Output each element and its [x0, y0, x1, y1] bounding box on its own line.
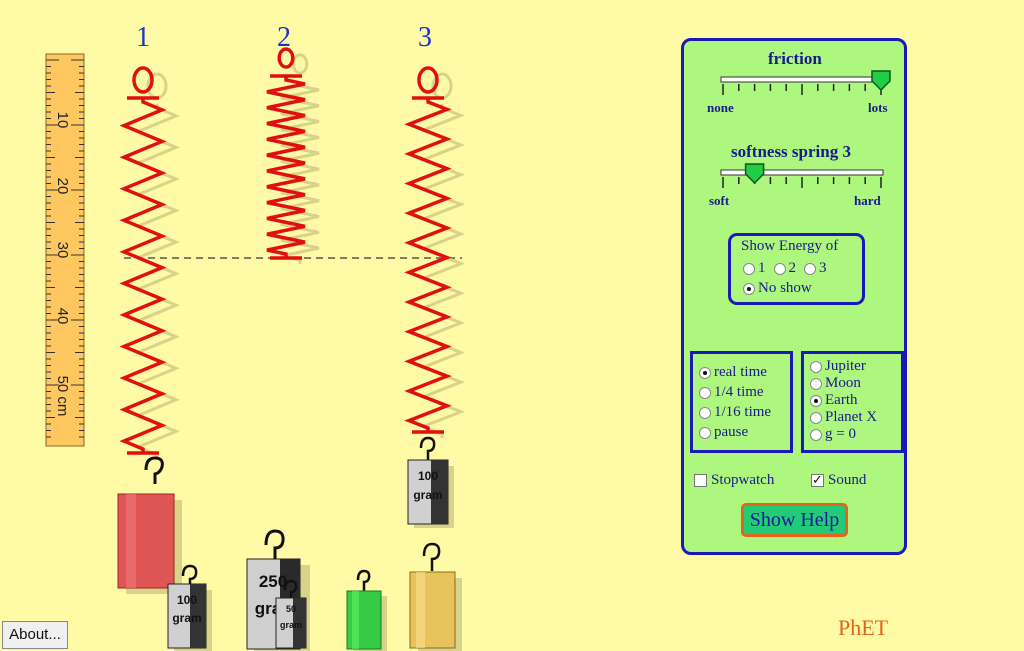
show-energy-group: Show Energy of 1 2 3 No show	[728, 233, 865, 305]
energy-radio-2[interactable]	[773, 262, 786, 275]
sound-label: Sound	[828, 472, 867, 488]
mass-100-gram[interactable]: 100 gram	[167, 564, 212, 651]
time-sixteenth-time-label: 1/16 time	[714, 404, 772, 420]
gravity-radio-jupiter[interactable]	[810, 360, 822, 373]
mass-green[interactable]	[346, 569, 387, 651]
gravity-earth-label: Earth	[825, 392, 858, 408]
mass-250-gram-line1: 250	[259, 572, 287, 591]
friction-min-label: none	[707, 100, 734, 115]
gravity-radio-earth[interactable]	[810, 394, 822, 407]
gravity-radio-moon[interactable]	[810, 377, 822, 390]
mass-100-gram-line1: 100	[177, 593, 197, 607]
ruler-label-20: 20	[54, 178, 71, 195]
ruler-label-40: 40	[54, 308, 71, 325]
spring-3[interactable]	[404, 66, 452, 434]
ruler-label-50cm: 50 cm	[54, 376, 71, 417]
ruler-label-30: 30	[54, 242, 71, 259]
mass-100-gram-on-spring-3[interactable]: 100 gram	[407, 436, 454, 528]
control-panel: friction none lots softness spring 3 sof…	[681, 38, 907, 555]
gravity-jupiter-label: Jupiter	[825, 358, 866, 374]
ruler[interactable]: 10 20 30 40 50 cm	[45, 53, 85, 447]
energy-radio-no-show[interactable]	[743, 282, 755, 295]
mass-50-gram-line2: gram	[280, 620, 302, 630]
time-radio-real-time[interactable]	[699, 366, 711, 379]
phet-logo[interactable]: PhET	[838, 615, 889, 640]
softness-min-label: soft	[709, 193, 730, 208]
spring-number-3: 3	[418, 22, 432, 53]
gravity-group: Jupiter Moon Earth Planet X g = 0	[801, 351, 904, 453]
energy-no-show-label: No show	[758, 280, 812, 296]
mass-50-gram-line1: 50	[286, 604, 296, 614]
spring-1-hanger[interactable]	[132, 66, 154, 94]
spring-2-hanger[interactable]	[277, 47, 295, 69]
stopwatch-checkbox[interactable]	[694, 474, 707, 487]
spring-number-2: 2	[277, 22, 291, 53]
mass-50-gram[interactable]: 50 gram	[275, 579, 307, 649]
time-radio-pause[interactable]	[699, 426, 711, 439]
gravity-radio-planet-x[interactable]	[810, 411, 822, 424]
gravity-radio-g-zero[interactable]	[810, 428, 822, 441]
mass-250-gram-line2: gra	[255, 599, 282, 618]
spring-2[interactable]	[266, 47, 306, 260]
friction-title: friction	[768, 49, 822, 68]
gravity-g-zero-label: g = 0	[825, 426, 856, 442]
spring-number-1: 1	[136, 22, 150, 53]
time-quarter-time-label: 1/4 time	[714, 384, 764, 400]
energy-option-1-label: 1	[758, 260, 766, 276]
energy-radio-1[interactable]	[743, 262, 755, 275]
friction-slider-thumb[interactable]	[871, 70, 891, 92]
show-help-button[interactable]: Show Help	[741, 503, 848, 537]
time-real-time-label: real time	[714, 364, 767, 380]
energy-option-3-label: 3	[819, 260, 827, 276]
mass-100-gram-b-line1: 100	[418, 469, 438, 483]
mass-gold[interactable]	[409, 542, 462, 651]
time-pause-label: pause	[714, 424, 749, 440]
stopwatch-label: Stopwatch	[711, 472, 775, 488]
energy-option-2-label: 2	[788, 260, 797, 276]
mass-red[interactable]	[117, 456, 182, 594]
friction-slider[interactable]	[717, 67, 897, 107]
mass-100-gram-line2: gram	[172, 611, 201, 625]
sound-checkbox[interactable]: ✓	[811, 473, 824, 488]
mass-100-gram-b-line2: gram	[413, 488, 442, 502]
energy-radio-3[interactable]	[804, 262, 816, 275]
time-radio-sixteenth-time[interactable]	[699, 406, 711, 419]
show-energy-title: Show Energy of	[741, 238, 839, 254]
softness-slider[interactable]	[717, 162, 897, 202]
spring-3-hanger[interactable]	[417, 66, 439, 94]
softness-slider-thumb[interactable]	[744, 163, 765, 185]
friction-max-label: lots	[868, 100, 888, 115]
softness-max-label: hard	[854, 193, 881, 208]
time-radio-quarter-time[interactable]	[699, 386, 711, 399]
spring-1[interactable]	[119, 66, 167, 455]
gravity-planet-x-label: Planet X	[825, 409, 878, 425]
softness-title: softness spring 3	[731, 142, 851, 161]
about-button[interactable]: About...	[2, 621, 68, 649]
time-speed-group: real time 1/4 time 1/16 time pause	[690, 351, 793, 453]
gravity-moon-label: Moon	[825, 375, 861, 391]
ruler-label-10: 10	[54, 112, 71, 129]
